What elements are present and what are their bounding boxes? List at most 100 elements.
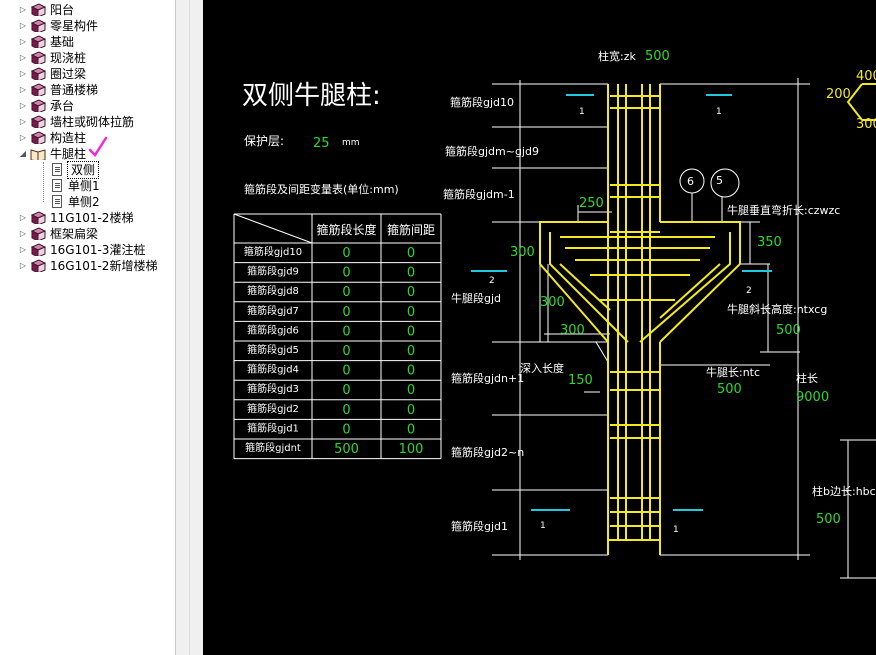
cover-unit: mm <box>342 138 360 148</box>
book-icon <box>30 115 46 128</box>
table-cell-spacing: 0 <box>407 246 415 261</box>
tree-item-label: 阳台 <box>50 3 75 17</box>
tree-item[interactable]: ◢ 牛腿柱 <box>0 146 175 162</box>
label-ntxcg: 牛腿斜长高度:ntxcg <box>727 302 827 316</box>
tree-item-label: 单侧2 <box>68 195 100 209</box>
collapse-icon[interactable]: ◢ <box>19 149 27 158</box>
tree-item[interactable]: ▷ 圈过梁 <box>0 66 175 82</box>
tree-item[interactable]: ▷16G101-2新增楼梯 <box>0 258 175 274</box>
cover-label: 保护层: <box>244 134 284 148</box>
val-zk: 500 <box>645 49 670 64</box>
tree-item[interactable]: ▷16G101-3灌注桩 <box>0 242 175 258</box>
table-header-spacing: 箍筋间距 <box>387 222 435 237</box>
label-gjd10: 箍筋段gjd10 <box>450 95 514 109</box>
expand-icon[interactable]: ▷ <box>19 53 27 62</box>
table-row-name: 箍筋段gjd6 <box>247 323 299 336</box>
table-cell-length: 500 <box>334 442 359 457</box>
expand-icon[interactable]: ▷ <box>19 69 27 78</box>
label-gjdm1: 箍筋段gjdm-1 <box>443 187 515 201</box>
tree-item[interactable]: 双侧 <box>0 161 175 179</box>
book-icon <box>30 51 46 64</box>
val-350: 350 <box>757 235 782 250</box>
tree-item[interactable]: ▷ 普通楼梯 <box>0 82 175 98</box>
tree-item-label: 11G101-2楼梯 <box>50 211 134 225</box>
table-cell-length: 0 <box>342 246 350 261</box>
expand-icon[interactable]: ▷ <box>19 5 27 14</box>
tree-item[interactable]: ▷ 现浇桩 <box>0 50 175 66</box>
table-row-name: 箍筋段gjd3 <box>247 382 299 395</box>
book-icon <box>30 259 46 272</box>
table-cell-spacing: 0 <box>407 305 415 320</box>
tree-item[interactable]: ▷ 11G101-2楼梯 <box>0 210 175 226</box>
tree-item[interactable]: ▷ 构造柱 <box>0 130 175 146</box>
tree-item-label: 圈过梁 <box>50 67 87 81</box>
tree-item[interactable]: ▷墙柱或砌体拉筋 <box>0 114 175 130</box>
tree-item-label: 牛腿柱 <box>50 147 87 161</box>
label-gjd: 牛腿段gjd <box>451 291 501 305</box>
expand-icon[interactable]: ▷ <box>19 85 27 94</box>
table-cell-length: 0 <box>342 422 350 437</box>
expand-icon[interactable]: ▷ <box>19 21 27 30</box>
open-book-icon <box>30 149 46 160</box>
tree-item-label: 单侧1 <box>68 179 100 193</box>
tree-item-label: 零星构件 <box>50 19 99 33</box>
cover-value: 25 <box>313 136 330 151</box>
table-cell-spacing: 0 <box>407 266 415 281</box>
table-cell-spacing: 0 <box>407 285 415 300</box>
tree-guide-lines <box>43 162 44 202</box>
expand-icon[interactable]: ▷ <box>19 245 27 254</box>
circle-5: 5 <box>716 174 723 187</box>
table-cell-spacing: 0 <box>407 364 415 379</box>
tree-item-label: 现浇桩 <box>50 51 87 65</box>
label-gjdn1: 箍筋段gjdn+1 <box>451 371 524 385</box>
expand-icon[interactable]: ▷ <box>19 213 27 222</box>
panel-splitter[interactable] <box>189 0 204 655</box>
checkmark-icon <box>88 136 108 157</box>
val-500c: 500 <box>816 512 841 527</box>
expand-icon[interactable]: ▷ <box>19 117 27 126</box>
tree-item[interactable]: ▷框架扁梁 <box>0 226 175 242</box>
book-icon <box>30 211 46 224</box>
tree-item-label: 承台 <box>50 99 75 113</box>
table-cell-length: 0 <box>342 403 350 418</box>
tree-item[interactable]: ▷ 零星构件 <box>0 18 175 34</box>
document-icon <box>52 195 62 208</box>
table-row-name: 箍筋段gjd9 <box>247 265 299 278</box>
tree-item[interactable]: 单侧2 <box>0 194 175 210</box>
marker-2a: 2 <box>489 276 495 286</box>
val-300b: 300 <box>540 295 565 310</box>
table-row-name: 箍筋段gjd1 <box>247 421 299 434</box>
book-icon <box>30 3 46 16</box>
marker-1d: 1 <box>673 525 679 535</box>
tree-item[interactable]: ▷ 承台 <box>0 98 175 114</box>
tree-item-label: 基础 <box>50 35 75 49</box>
table-row-name: 箍筋段gjdnt <box>245 441 301 454</box>
val-300c: 300 <box>560 323 585 338</box>
expand-icon[interactable]: ▷ <box>19 37 27 46</box>
expand-icon[interactable]: ▷ <box>19 133 27 142</box>
marker-2b: 2 <box>746 286 752 296</box>
book-icon <box>30 67 46 80</box>
table-row-name: 箍筋段gjd4 <box>247 363 299 376</box>
val-400: 400 <box>856 69 876 84</box>
drawing-canvas: 双侧牛腿柱: 保护层: 25 mm 箍筋段及间距变量表(单位:mm) 箍筋段长度… <box>203 0 876 655</box>
tree-scrollbar[interactable] <box>175 0 190 655</box>
val-500a: 500 <box>776 323 801 338</box>
tree-item[interactable]: 单侧1 <box>0 178 175 194</box>
expand-icon[interactable]: ▷ <box>19 261 27 270</box>
tree-item[interactable]: ▷ 基础 <box>0 34 175 50</box>
table-cell-spacing: 0 <box>407 403 415 418</box>
label-zc: 柱长 <box>796 371 818 385</box>
expand-icon[interactable]: ▷ <box>19 101 27 110</box>
tree-item[interactable]: ▷ 阳台 <box>0 2 175 18</box>
document-icon <box>52 163 62 176</box>
book-icon <box>30 99 46 112</box>
tree-item-label: 构造柱 <box>50 131 87 145</box>
val-9000: 9000 <box>796 390 829 405</box>
tree-item-label: 普通楼梯 <box>50 83 99 97</box>
val-300r: 300 <box>856 117 876 132</box>
expand-icon[interactable]: ▷ <box>19 229 27 238</box>
tree-item-label: 双侧 <box>66 161 100 179</box>
book-icon <box>30 131 46 144</box>
table-cell-length: 0 <box>342 324 350 339</box>
